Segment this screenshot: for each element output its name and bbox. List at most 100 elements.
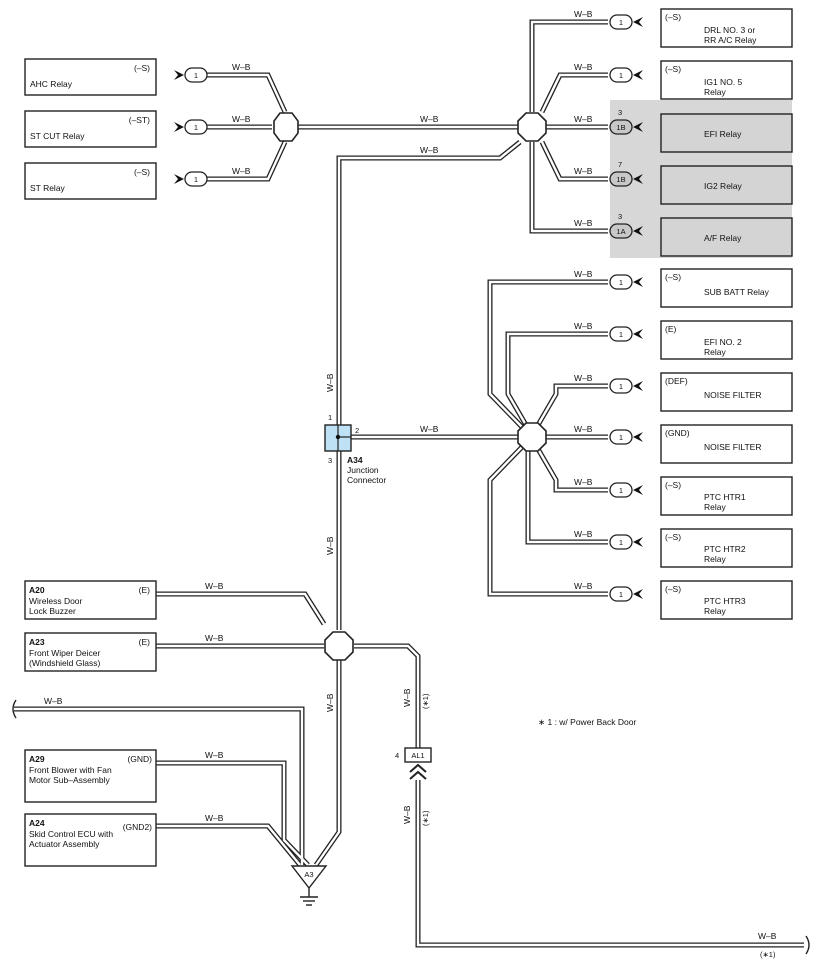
connector-pin <box>184 67 208 83</box>
device-a29: A29 Front Blower with Fan Motor Sub–Asse… <box>24 749 157 803</box>
relay-st: ST Relay (–S) <box>24 162 157 200</box>
connector-pin <box>184 119 208 135</box>
wire-label: W–B <box>758 931 777 941</box>
device-a20: A20 Wireless Door Lock Buzzer (E) <box>24 580 157 620</box>
connector-arrow-icon <box>633 17 643 27</box>
junction-code: A34 <box>347 455 363 465</box>
ground-a3: A3 <box>290 865 328 906</box>
relay-ptc-htr1: (–S) PTC HTR1 Relay 1 <box>609 476 793 516</box>
relay-label-line2: Relay <box>704 87 726 97</box>
note-mark: (∗1) <box>760 950 776 959</box>
relay-label-line1: SUB BATT Relay <box>704 287 770 297</box>
device-label-line2: Lock Buzzer <box>29 606 76 616</box>
relay-label-line2: Relay <box>704 502 726 512</box>
relay-label-line2: Relay <box>704 554 726 564</box>
connector-pin <box>609 378 633 394</box>
wire-label: W–B <box>402 805 412 824</box>
relay-terminal: (–S) <box>665 584 681 594</box>
relay-label-line1: IG1 NO. 5 <box>704 77 743 87</box>
connector-pin <box>609 223 633 239</box>
relay-terminal: (E) <box>665 324 677 334</box>
wire-label: W–B <box>574 62 593 72</box>
relay-terminal: (–S) <box>665 64 681 74</box>
relay-label-line1: EFI Relay <box>704 129 742 139</box>
noise-filter-gnd: (GND) NOISE FILTER 1 <box>609 424 793 464</box>
relay-label-line2: Relay <box>704 606 726 616</box>
connector-arrow-icon <box>633 226 643 236</box>
connector-arrow-icon <box>633 174 643 184</box>
device-label-line1: Wireless Door <box>29 596 83 606</box>
junction-label-line1: Junction <box>347 465 379 475</box>
connector-pin <box>609 274 633 290</box>
connector-arrow-icon <box>174 70 184 80</box>
relay-ptc-htr2: (–S) PTC HTR2 Relay 1 <box>609 528 793 568</box>
pin-number: 3 <box>618 212 622 221</box>
relay-terminal: (–S) <box>665 12 681 22</box>
right-lower-relays: (–S) SUB BATT Relay 1 (E) EFI NO. 2 Rela… <box>609 268 793 620</box>
connector-pin <box>609 534 633 550</box>
relay-sub-batt: (–S) SUB BATT Relay 1 <box>609 268 793 308</box>
wires <box>14 19 804 948</box>
connector-al1: AL1 4 <box>395 747 432 780</box>
device-label-line1: Skid Control ECU with <box>29 829 113 839</box>
ground-triangle <box>290 865 328 890</box>
wire-label: W–B <box>205 633 224 643</box>
junction-label-line2: Connector <box>347 475 386 485</box>
relay-label-line1: A/F Relay <box>704 233 742 243</box>
connector-arrow-icon <box>633 70 643 80</box>
relay-drl-no3: (–S) DRL NO. 3 or RR A/C Relay 1 <box>609 8 793 48</box>
relay-st-cut: ST CUT Relay (–ST) <box>24 110 157 148</box>
connector-pin-label: 1 <box>619 382 623 391</box>
connector-pin <box>184 171 208 187</box>
relay-ahc-label: AHC Relay <box>30 79 73 89</box>
connector-pin-label: 1 <box>194 71 198 80</box>
wire-label: W–B <box>574 424 593 434</box>
relay-ahc: AHC Relay (–S) <box>24 58 157 96</box>
wire-label: W–B <box>574 581 593 591</box>
wire-label: W–B <box>205 750 224 760</box>
wire-label: W–B <box>574 529 593 539</box>
wire-label: W–B <box>574 373 593 383</box>
relay-terminal: (–S) <box>665 272 681 282</box>
device-code: A24 <box>29 818 45 828</box>
wire-label: W–B <box>325 373 335 392</box>
connector-arrow-icon <box>633 589 643 599</box>
connector-arrow-icon <box>174 122 184 132</box>
note-mark: (∗1) <box>421 693 430 709</box>
connector-arrow-icon <box>633 432 643 442</box>
relay-label-line1: PTC HTR3 <box>704 596 746 606</box>
relay-label-line1: EFI NO. 2 <box>704 337 742 347</box>
connector-arrow-icon <box>633 277 643 287</box>
splice-point-lower-right <box>517 422 547 452</box>
relay-ig2: IG2 Relay 7 1B <box>609 160 793 205</box>
connector-pin-label: 1B <box>616 175 625 184</box>
device-terminal: (GND) <box>127 754 152 764</box>
wire-label: W–B <box>420 114 439 124</box>
connector-pin-label: 1 <box>194 123 198 132</box>
relay-label-line1: IG2 Relay <box>704 181 743 191</box>
device-terminal: (GND2) <box>123 822 152 832</box>
wire-label: W–B <box>574 166 593 176</box>
connector-pin-label: 1A <box>616 227 625 236</box>
junction-connector-a34: 1 2 3 A34 Junction Connector <box>324 413 386 485</box>
device-label-line2: (Windshield Glass) <box>29 658 100 668</box>
device-code: A20 <box>29 585 45 595</box>
junction-pin-1: 1 <box>328 413 332 422</box>
device-terminal: (E) <box>139 585 151 595</box>
wire-label: W–B <box>205 813 224 823</box>
relay-label-line1: NOISE FILTER <box>704 442 761 452</box>
device-code: A23 <box>29 637 45 647</box>
device-a24: A24 Skid Control ECU with Actuator Assem… <box>24 813 157 867</box>
ground-code: A3 <box>304 870 313 879</box>
ground-icon <box>300 888 318 906</box>
relay-af: A/F Relay 3 1A <box>609 212 793 257</box>
connector-pin-label: 1 <box>619 18 623 27</box>
device-label-line2: Actuator Assembly <box>29 839 100 849</box>
connector-arrow-icon <box>633 122 643 132</box>
connector-pin <box>609 67 633 83</box>
relay-st-terminal: (–S) <box>134 167 150 177</box>
note-mark: (∗1) <box>421 810 430 826</box>
wire-label: W–B <box>325 536 335 555</box>
relay-label-line2: Relay <box>704 347 726 357</box>
